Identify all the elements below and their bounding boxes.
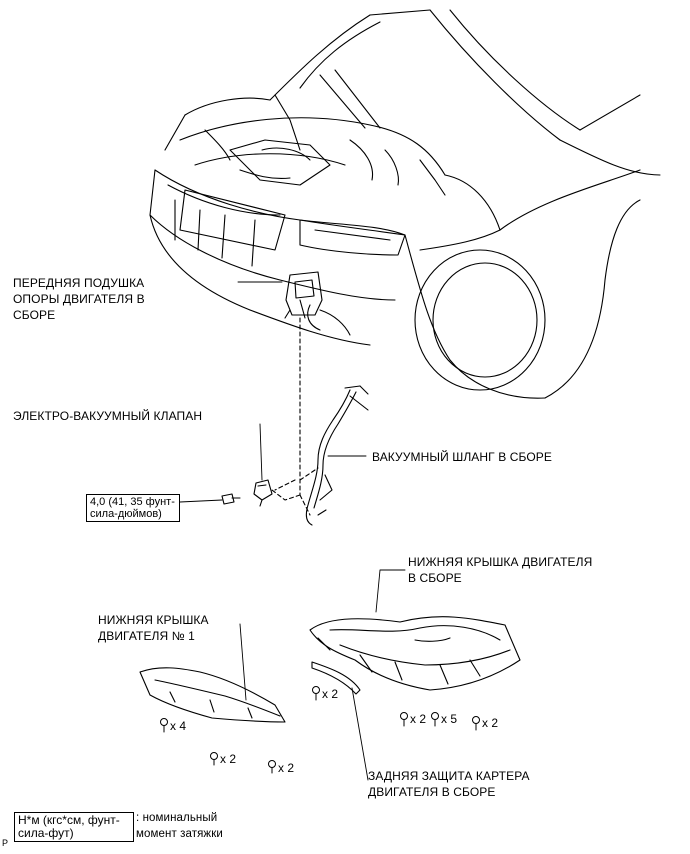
- label-front-engine-mount: ПЕРЕДНЯЯ ПОДУШКА ОПОРЫ ДВИГАТЕЛЯ В СБОРЕ: [13, 276, 145, 322]
- qty-bolts-x2-d: x 2: [410, 712, 427, 726]
- torque-spec-box: 4,0 (41, 35 фунт- сила-дюймов): [86, 494, 180, 522]
- qty-bolts-x4: x 4: [170, 719, 187, 733]
- label-vacuum-hose: ВАКУУМНЫЙ ШЛАНГ В СБОРЕ: [372, 450, 552, 464]
- label-engine-under-cover: НИЖНЯЯ КРЫШКА ДВИГАТЕЛЯ В СБОРЕ: [408, 555, 593, 585]
- label-rear-oil-pan-guard: ЗАДНЯЯ ЗАЩИТА КАРТЕРА ДВИГАТЕЛЯ В СБОРЕ: [368, 769, 530, 799]
- label-engine-under-cover-no1: НИЖНЯЯ КРЫШКА ДВИГАТЕЛЯ № 1: [98, 613, 209, 643]
- qty-bolts-x2-e: x 2: [482, 716, 499, 730]
- label-vsv-valve: ЭЛЕКТРО-ВАКУУМНЫЙ КЛАПАН: [13, 409, 203, 423]
- corner-mark: P: [2, 838, 9, 848]
- qty-bolts-x2-b: x 2: [278, 761, 295, 775]
- qty-bolts-x2-a: x 2: [220, 752, 237, 766]
- qty-bolts-x2-c: x 2: [322, 687, 339, 701]
- legend-description: : номинальный момент затяжки: [136, 812, 223, 840]
- legend-unit-box: Н*м (кгс*см, фунт- сила-фут): [14, 812, 134, 842]
- qty-bolts-x5: x 5: [441, 712, 458, 726]
